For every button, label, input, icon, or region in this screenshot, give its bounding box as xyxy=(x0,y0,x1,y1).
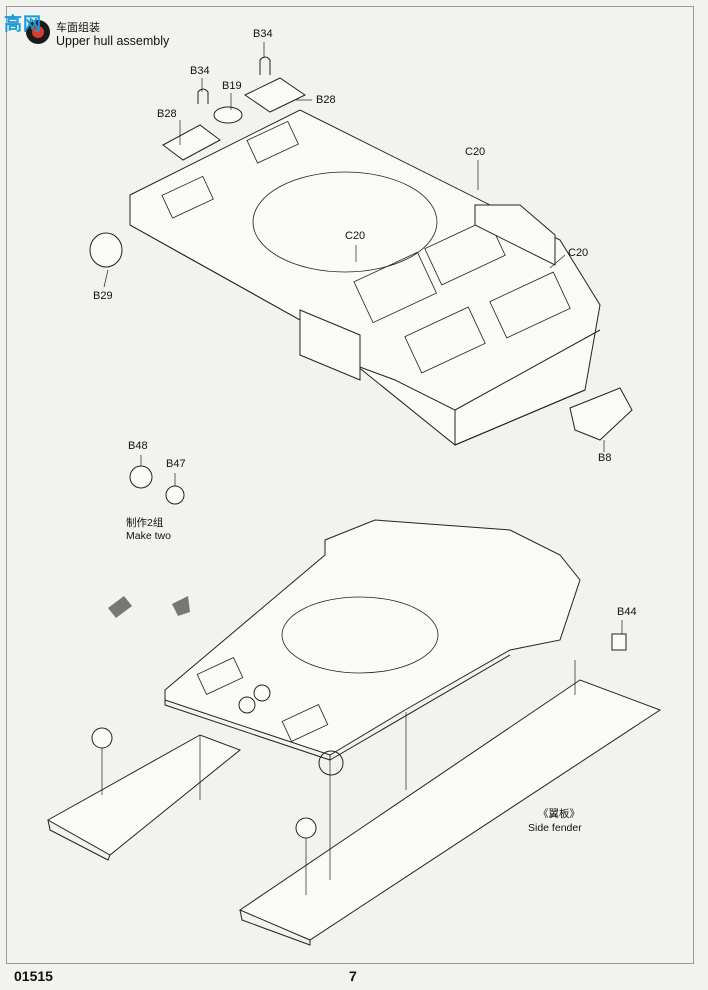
callout-b48: B48 xyxy=(128,440,148,452)
callout-b28-right: B28 xyxy=(316,94,336,106)
callout-c20-mid: C20 xyxy=(345,230,366,242)
section-title: Upper hull assembly xyxy=(56,34,170,48)
logo-circle-icon xyxy=(26,20,50,44)
kit-part-number: 01515 xyxy=(14,968,53,984)
callout-c20-top: C20 xyxy=(465,146,486,158)
site-logo: 高网 xyxy=(0,4,72,48)
callout-b8: B8 xyxy=(598,452,612,464)
callout-b29: B29 xyxy=(93,290,113,302)
callout-b28-left: B28 xyxy=(157,108,177,120)
callout-b44: B44 xyxy=(617,606,637,618)
logo-text: 高网 xyxy=(4,14,42,35)
side-fender-note-cn: 《翼板》 xyxy=(538,808,580,820)
make-two-note: Make two xyxy=(126,530,171,542)
callout-b34-left: B34 xyxy=(190,65,210,77)
page-border xyxy=(6,6,694,964)
upper-hull-drawing xyxy=(89,42,633,452)
side-fender-note: Side fender xyxy=(528,822,582,834)
rotate-arrow-icon xyxy=(108,596,190,618)
callout-b47: B47 xyxy=(166,458,186,470)
page-number: 7 xyxy=(349,968,357,984)
callout-b34-top: B34 xyxy=(253,28,273,40)
wheel-parts-drawing xyxy=(129,455,185,505)
lower-hull-drawing xyxy=(46,519,662,946)
section-title-cn: 车面组装 xyxy=(56,22,100,34)
callout-c20-right: C20 xyxy=(568,247,589,259)
callout-b19: B19 xyxy=(222,80,242,92)
make-two-note-cn: 制作2组 xyxy=(126,517,164,529)
